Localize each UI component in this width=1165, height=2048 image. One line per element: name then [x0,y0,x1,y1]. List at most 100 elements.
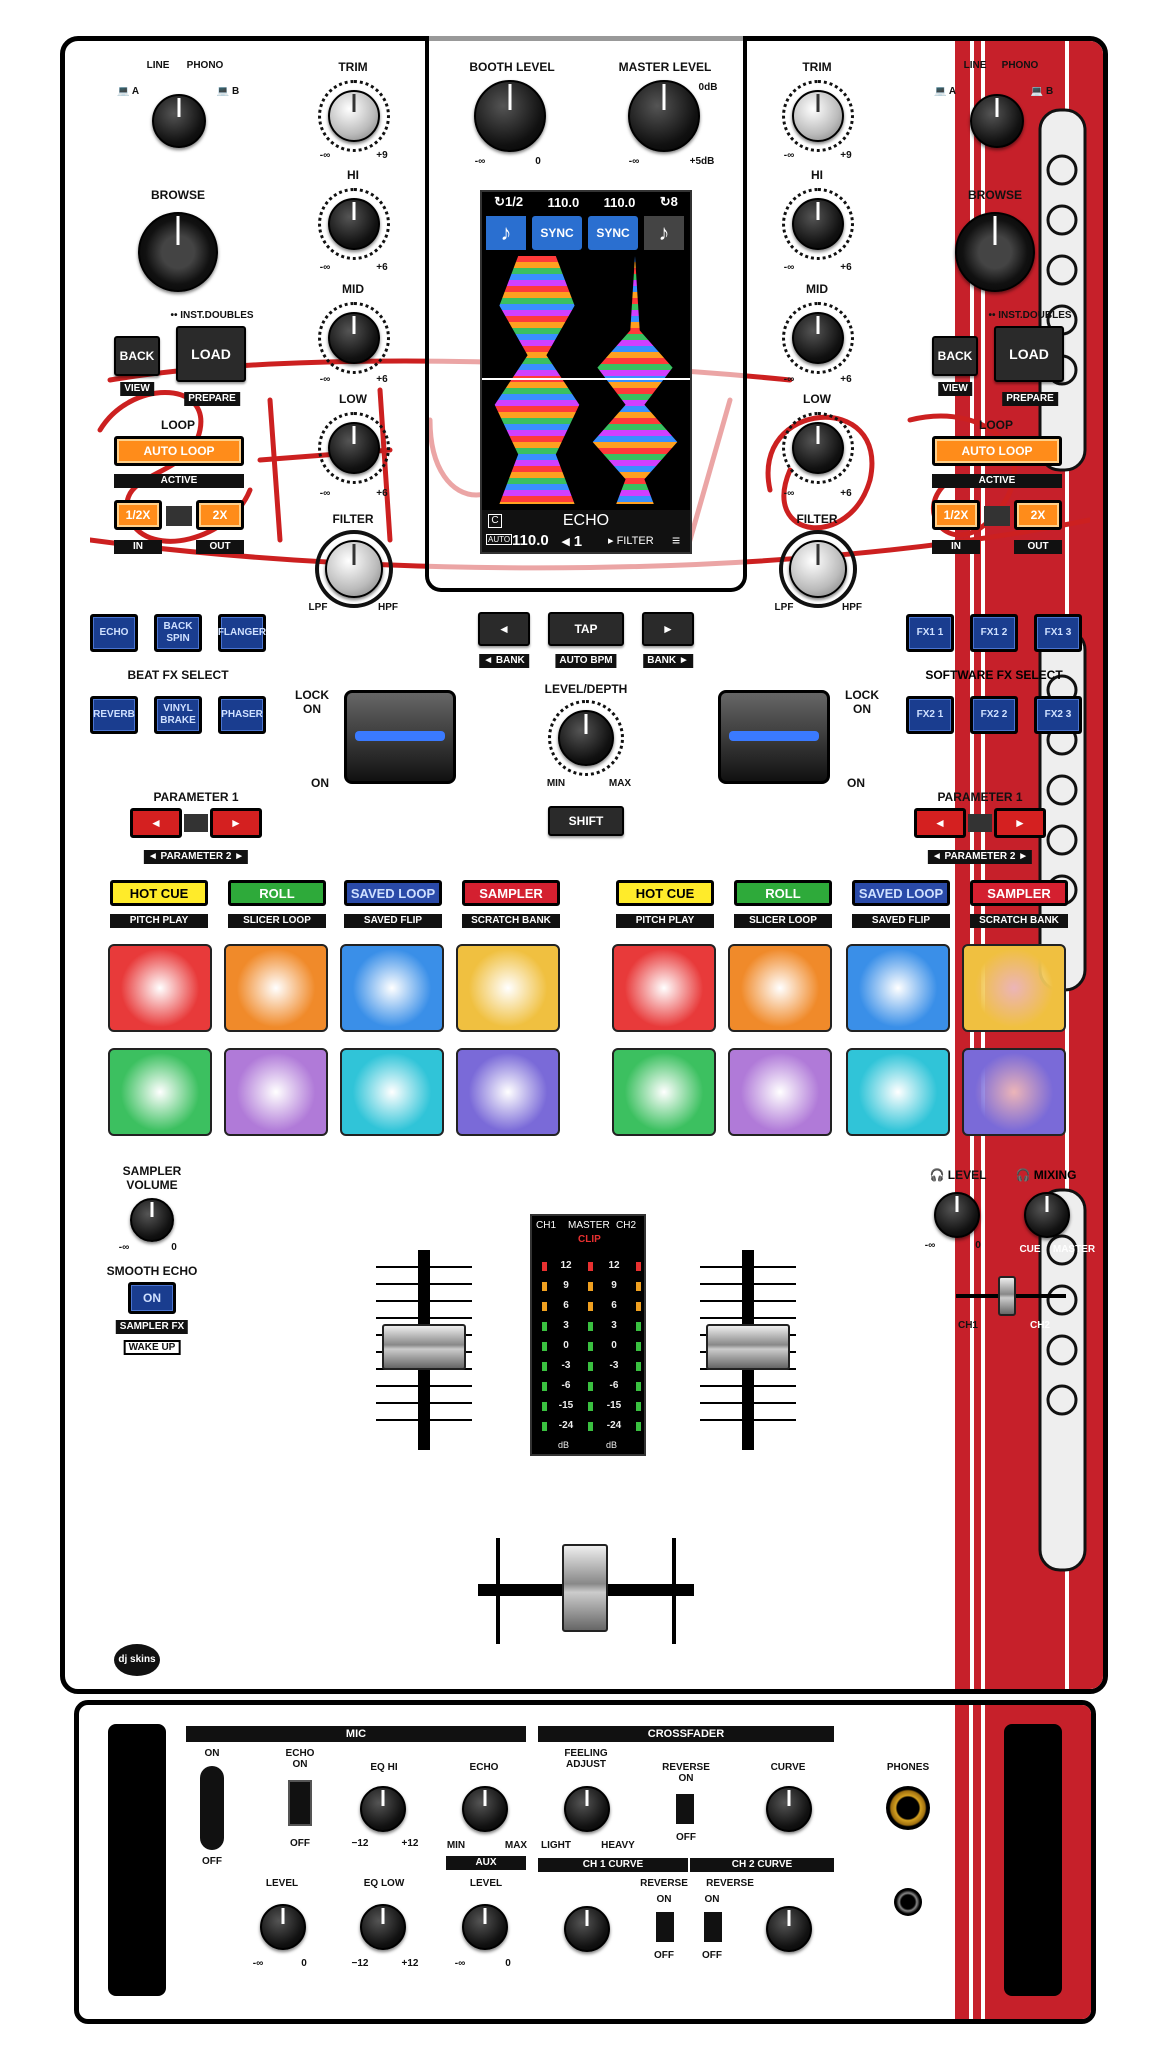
trim-knob-left[interactable] [328,90,380,142]
pad-right-3[interactable] [846,944,950,1032]
mid-knob-left[interactable] [328,312,380,364]
low-knob-right[interactable] [792,422,844,474]
parameter-left-button-left[interactable]: ◄ [130,808,182,838]
loop-double-button[interactable]: 2X [196,500,244,530]
smooth-echo-on-button[interactable]: ON [128,1282,176,1314]
saved-loop-mode-left[interactable]: SAVED LOOP [344,880,442,906]
mic-echo-switch[interactable] [288,1780,312,1826]
filter-knob-right[interactable] [789,540,847,598]
parameter-left-button-right[interactable]: ◄ [914,808,966,838]
reverb-fx-button[interactable]: REVERB [90,696,138,734]
phaser-fx-button[interactable]: PHASER [218,696,266,734]
back-button[interactable]: BACK [114,336,160,376]
sampler-mode-left[interactable]: SAMPLER [462,880,560,906]
bank-left-button[interactable]: ◄ [478,612,530,646]
ch2-curve-knob[interactable] [766,1906,812,1952]
pad-left-1[interactable] [108,944,212,1032]
sync-button-right[interactable]: SYNC [588,216,638,250]
pad-left-7[interactable] [340,1048,444,1136]
source-selector-knob-right[interactable] [970,94,1024,148]
pad-right-6[interactable] [728,1048,832,1136]
auto-loop-button[interactable]: AUTO LOOP [114,436,244,466]
feeling-adjust-knob[interactable] [564,1786,610,1832]
roll-mode-left[interactable]: ROLL [228,880,326,906]
pad-right-8[interactable] [962,1048,1066,1136]
vinyl-brake-fx-button[interactable]: VINYL BRAKE [154,696,202,734]
filter-knob-left[interactable] [325,540,383,598]
load-button[interactable]: LOAD [176,326,246,382]
level-depth-knob[interactable] [558,710,614,766]
flanger-fx-button[interactable]: FLANGER [218,614,266,652]
cf-curve-knob[interactable] [766,1786,812,1832]
roll-mode-right[interactable]: ROLL [734,880,832,906]
loop-half-button-right[interactable]: 1/2X [932,500,980,530]
auto-loop-button-right[interactable]: AUTO LOOP [932,436,1062,466]
booth-level-knob[interactable] [474,80,546,152]
fx1-3-button[interactable]: FX1 3 [1034,614,1082,652]
mic-level-knob[interactable] [260,1904,306,1950]
channel-fader-right[interactable] [706,1324,790,1370]
menu-icon[interactable]: ≡ [672,532,681,548]
sampler-mode-right[interactable]: SAMPLER [970,880,1068,906]
eq-hi-knob[interactable] [360,1786,406,1832]
hp-level-knob[interactable] [934,1192,980,1238]
fx1-2-button[interactable]: FX1 2 [970,614,1018,652]
cue-channel-slider[interactable] [998,1276,1016,1316]
pad-right-4[interactable] [962,944,1066,1032]
master-level-knob[interactable] [628,80,700,152]
key-lock-left-icon[interactable]: ♪ [486,216,526,250]
sync-button-left[interactable]: SYNC [532,216,582,250]
hot-cue-mode-right[interactable]: HOT CUE [616,880,714,906]
parameter-right-button-right[interactable]: ► [994,808,1046,838]
pad-right-1[interactable] [612,944,716,1032]
pad-left-2[interactable] [224,944,328,1032]
browse-encoder-right[interactable] [955,212,1035,292]
low-knob-left[interactable] [328,422,380,474]
ch2-reverse-switch[interactable] [704,1912,722,1942]
load-button-right[interactable]: LOAD [994,326,1064,382]
hp-mixing-knob[interactable] [1024,1192,1070,1238]
hi-knob-left[interactable] [328,198,380,250]
fx-on-lever-left[interactable] [344,690,456,784]
saved-loop-mode-right[interactable]: SAVED LOOP [852,880,950,906]
pad-left-4[interactable] [456,944,560,1032]
sampler-volume-knob[interactable] [130,1198,174,1242]
fx2-3-button[interactable]: FX2 3 [1034,696,1082,734]
eq-low-knob[interactable] [360,1904,406,1950]
fx2-1-button[interactable]: FX2 1 [906,696,954,734]
crossfader-cap[interactable] [562,1544,608,1632]
tap-button[interactable]: TAP [548,612,624,646]
browse-encoder[interactable] [138,212,218,292]
fx-on-lever-right[interactable] [718,690,830,784]
fx1-1-button[interactable]: FX1 1 [906,614,954,652]
ch1-reverse-switch[interactable] [656,1912,674,1942]
fx2-2-button[interactable]: FX2 2 [970,696,1018,734]
hot-cue-mode-left[interactable]: HOT CUE [110,880,208,906]
phones-jack-small[interactable] [894,1888,922,1916]
loop-half-button[interactable]: 1/2X [114,500,162,530]
trim-knob-right[interactable] [792,90,844,142]
cf-reverse-switch[interactable] [676,1794,694,1824]
pad-left-6[interactable] [224,1048,328,1136]
loop-double-button-right[interactable]: 2X [1014,500,1062,530]
echo-fx-button[interactable]: ECHO [90,614,138,652]
phones-jack-large[interactable] [886,1786,930,1830]
pad-left-5[interactable] [108,1048,212,1136]
mic-on-switch[interactable] [200,1766,224,1850]
pad-left-8[interactable] [456,1048,560,1136]
channel-fader-left[interactable] [382,1324,466,1370]
source-selector-knob[interactable] [152,94,206,148]
key-lock-right-icon[interactable]: ♪ [644,216,684,250]
parameter-right-button-left[interactable]: ► [210,808,262,838]
ch1-curve-knob[interactable] [564,1906,610,1952]
pad-left-3[interactable] [340,944,444,1032]
pad-right-5[interactable] [612,1048,716,1136]
aux-level-knob[interactable] [462,1904,508,1950]
shift-button[interactable]: SHIFT [548,806,624,836]
back-button-right[interactable]: BACK [932,336,978,376]
pad-right-7[interactable] [846,1048,950,1136]
hi-knob-right[interactable] [792,198,844,250]
pad-right-2[interactable] [728,944,832,1032]
mid-knob-right[interactable] [792,312,844,364]
bank-right-button[interactable]: ► [642,612,694,646]
